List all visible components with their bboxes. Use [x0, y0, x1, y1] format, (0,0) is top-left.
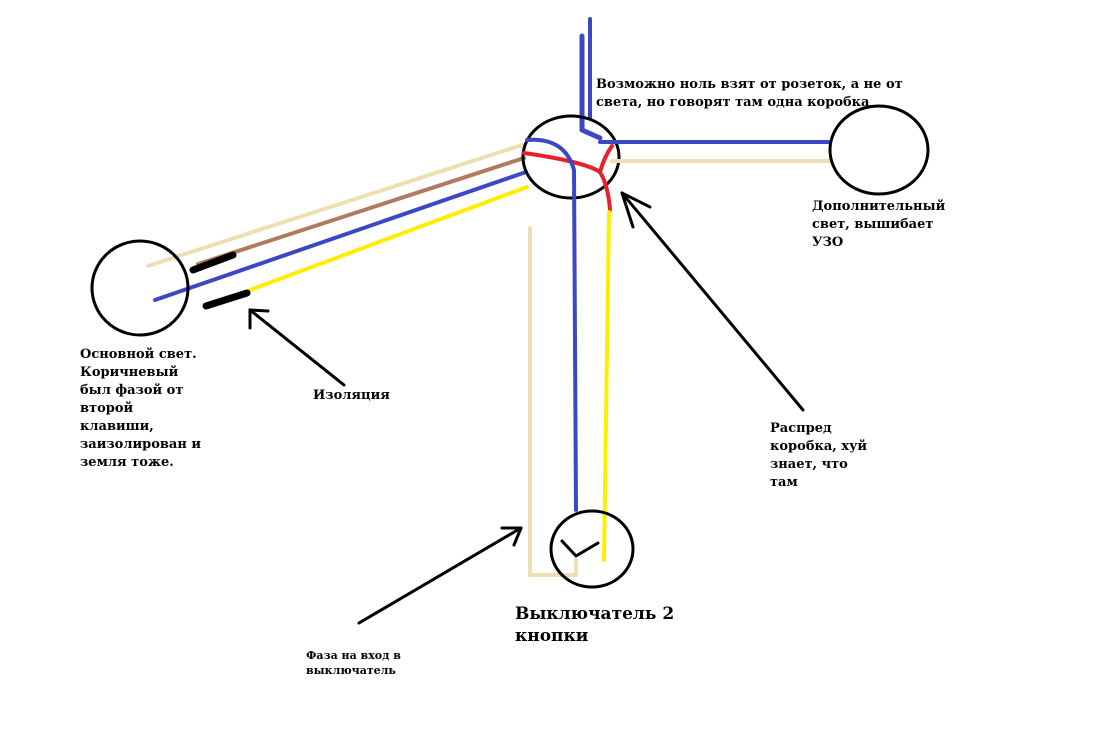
beige-wire-switch	[528, 226, 578, 577]
main-light-circle	[90, 239, 190, 337]
switch-label: Выключатель 2 кнопки	[515, 604, 675, 646]
arrow-phase-input	[357, 526, 523, 625]
blue-wire-top-2	[579, 33, 603, 141]
blue-wire-switch	[525, 137, 578, 512]
extra-light-label: Дополнительный свет, вышибает УЗО	[812, 199, 946, 250]
yellow-wire-switch	[602, 210, 611, 562]
junction-box-circle	[521, 114, 621, 200]
main-light-label: Основной свет. Коричневый был фазой от в…	[80, 347, 202, 470]
brown-wire-main	[196, 156, 526, 266]
beige-wire-main	[146, 143, 524, 268]
arrow-junction-box	[620, 191, 805, 412]
switch-check-mark	[560, 539, 600, 558]
top-note-label: Возможно ноль взят от розеток, а не от с…	[596, 77, 903, 110]
red-wire-box	[522, 144, 614, 212]
arrow-insulation	[248, 308, 346, 387]
yellow-wire-main	[248, 185, 529, 292]
insulation-mark-brown	[189, 251, 237, 274]
insulation-label: Изоляция	[313, 388, 390, 403]
blue-wire-main	[153, 170, 528, 302]
insulation-mark-yellow	[202, 289, 251, 310]
junction-box-label: Распред коробка, хуй знает, что там	[770, 421, 868, 490]
phase-input-label: Фаза на вход в выключатель	[306, 649, 401, 677]
extra-light-circle	[828, 104, 930, 196]
switch-circle	[549, 509, 635, 589]
